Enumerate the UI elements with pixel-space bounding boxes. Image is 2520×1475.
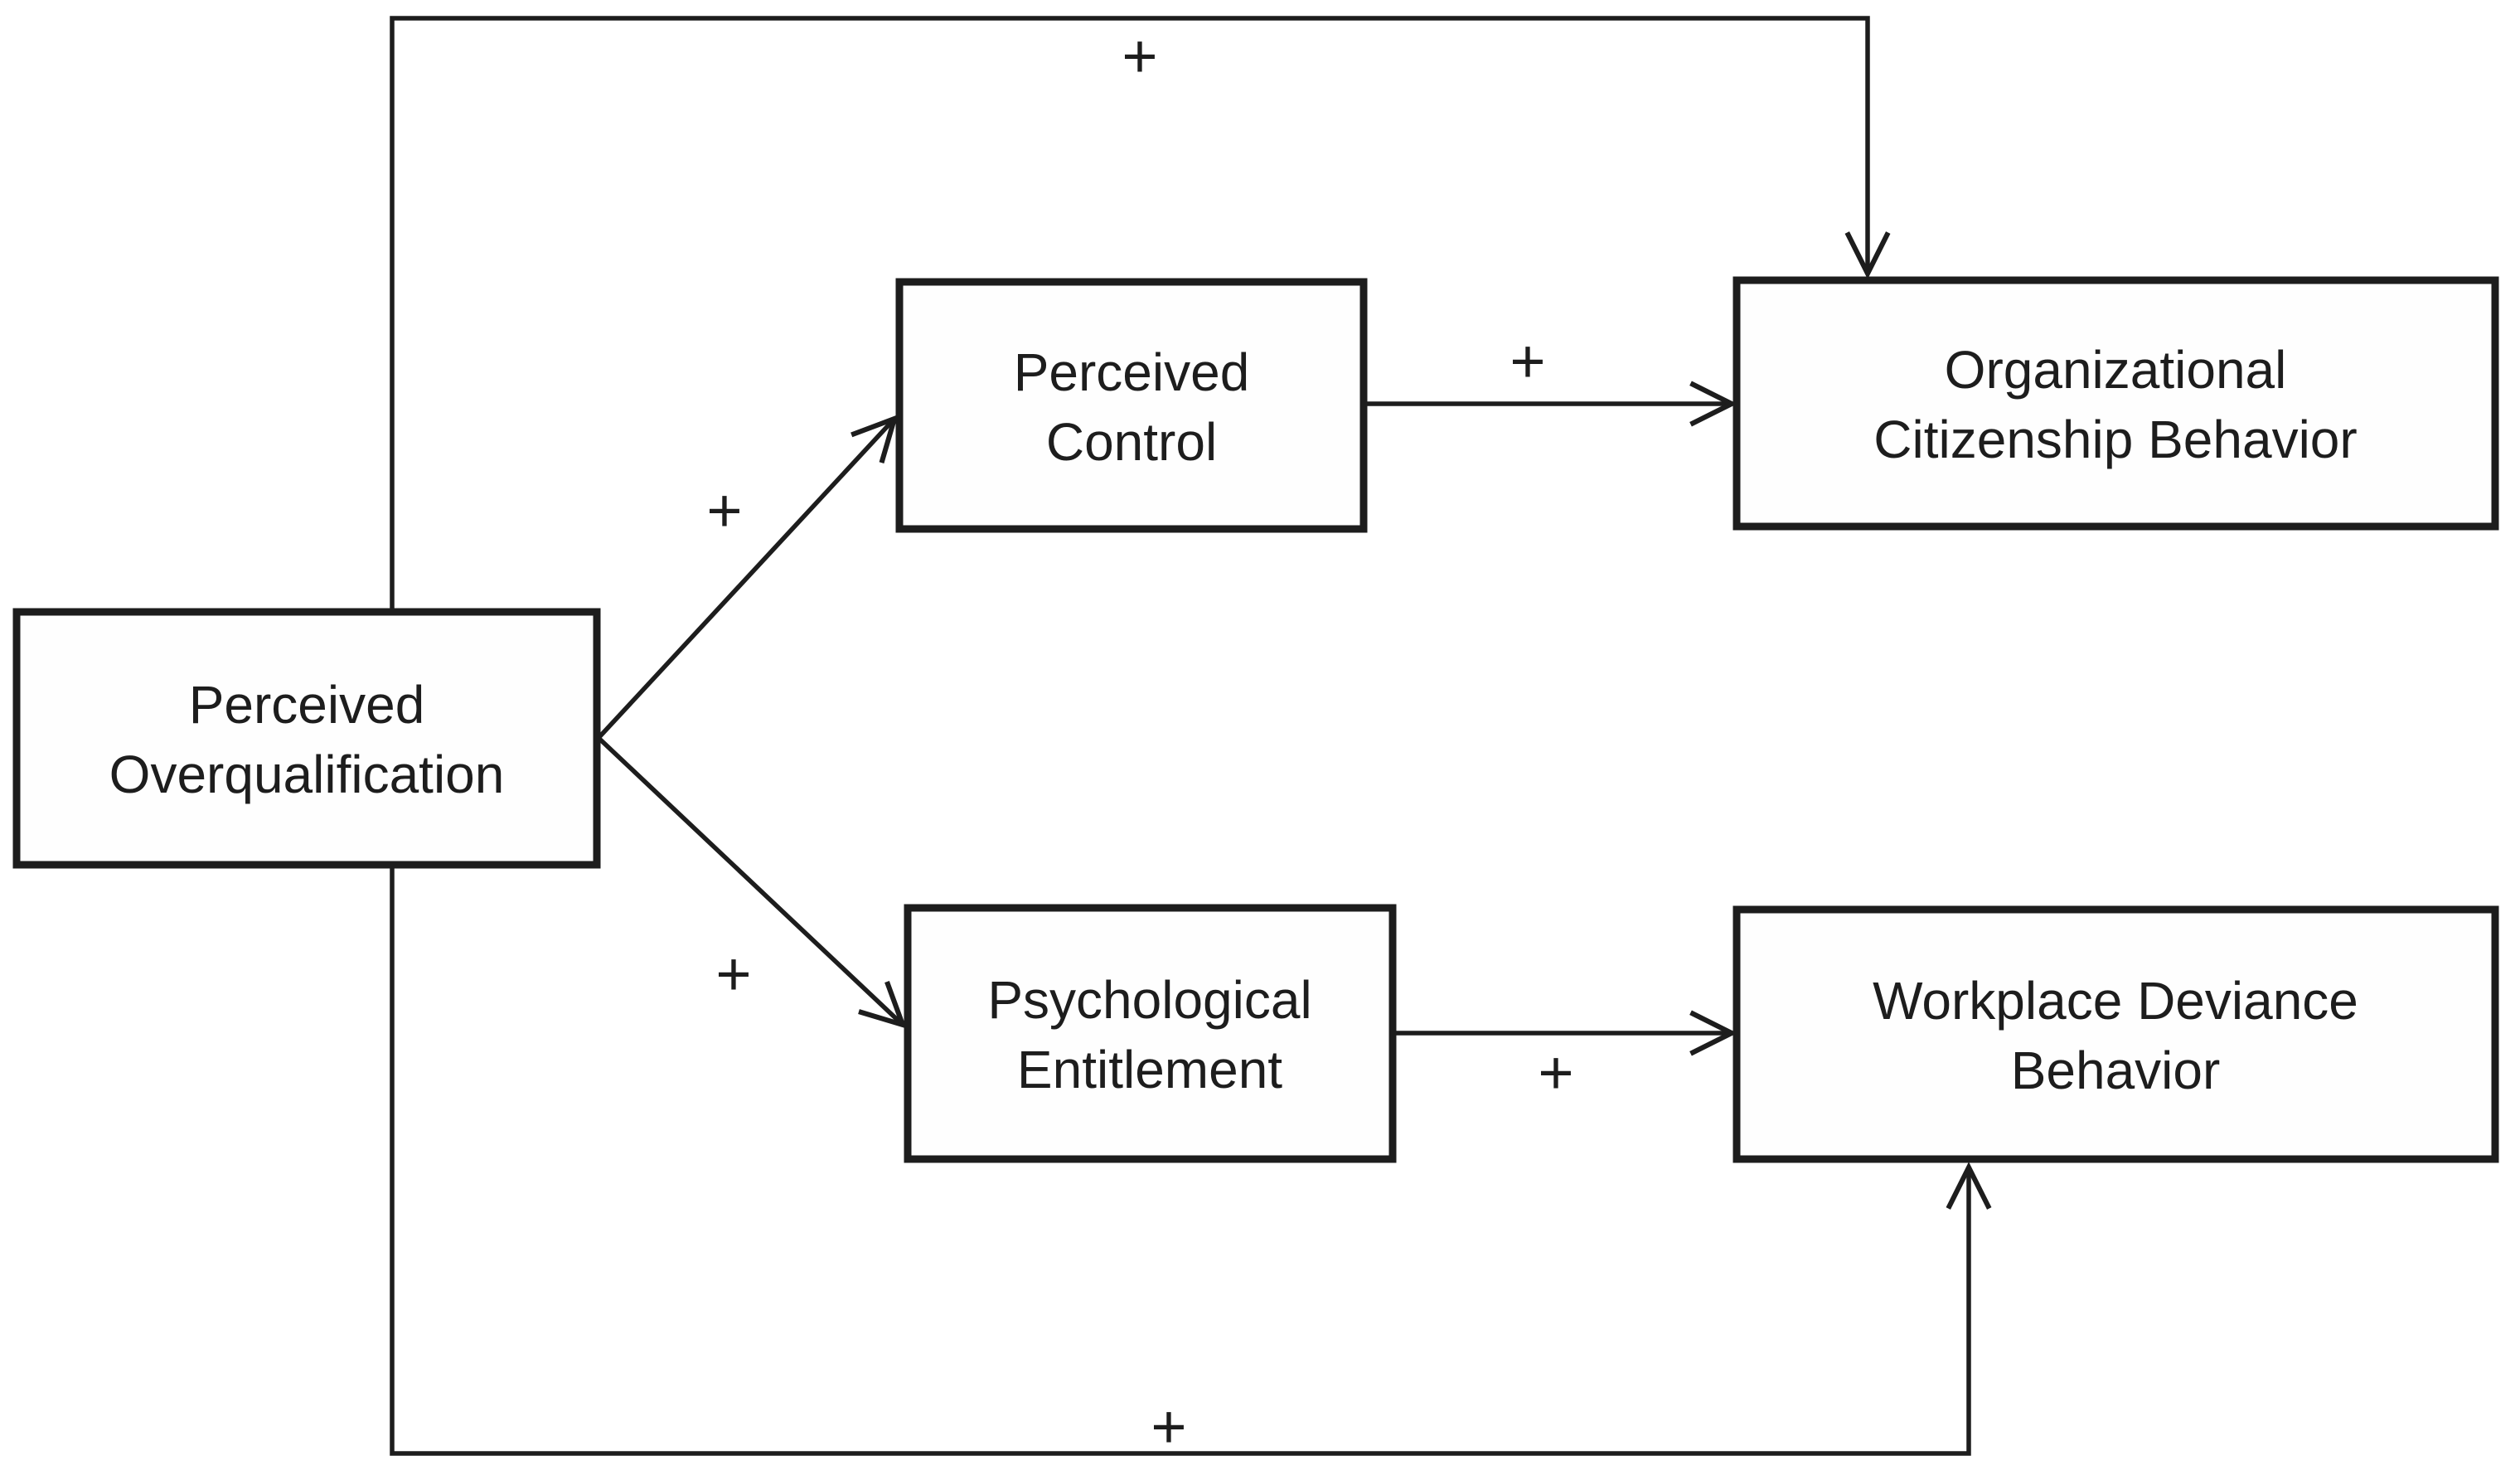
plus-sign-poq-to-wdb-direct: + (1151, 1392, 1186, 1461)
node-label-psychological-entitlement-line2: Entitlement (1017, 1040, 1282, 1099)
plus-sign-pc-to-ocb: + (1510, 327, 1545, 395)
edge-poq-to-wdb-direct (390, 866, 1992, 1456)
node-box-workplace-deviance-behavior (1732, 905, 2499, 1163)
node-box-perceived-control (895, 278, 1368, 533)
plus-sign-poq-to-pe: + (715, 939, 751, 1008)
node-label-workplace-deviance-behavior-line2: Behavior (2011, 1041, 2221, 1100)
edge-poq-to-ocb-direct (390, 16, 1891, 610)
edge-poq-to-pc (596, 415, 899, 740)
plus-sign-pe-to-wdb: + (1538, 1038, 1573, 1107)
node-box-organizational-citizenship-behavior (1732, 276, 2499, 531)
node-label-perceived-overqualification-line2: Overqualification (109, 745, 505, 804)
node-box-perceived-overqualification (12, 608, 601, 869)
node-label-workplace-deviance-behavior-line1: Workplace Deviance (1873, 971, 2358, 1031)
node-label-organizational-citizenship-behavior-line2: Citizenship Behavior (1873, 410, 2357, 469)
node-label-perceived-overqualification-line1: Perceived (189, 675, 425, 735)
node-label-perceived-control-line2: Control (1046, 412, 1217, 472)
node-label-perceived-control-line1: Perceived (1014, 342, 1250, 402)
plus-sign-poq-to-ocb-direct: + (1122, 22, 1157, 90)
edge-poq-to-pe (597, 735, 907, 1029)
node-label-psychological-entitlement-line1: Psychological (987, 970, 1311, 1030)
node-label-organizational-citizenship-behavior-line1: Organizational (1945, 340, 2287, 400)
plus-sign-poq-to-pc: + (706, 476, 742, 545)
node-box-psychological-entitlement (904, 904, 1397, 1163)
